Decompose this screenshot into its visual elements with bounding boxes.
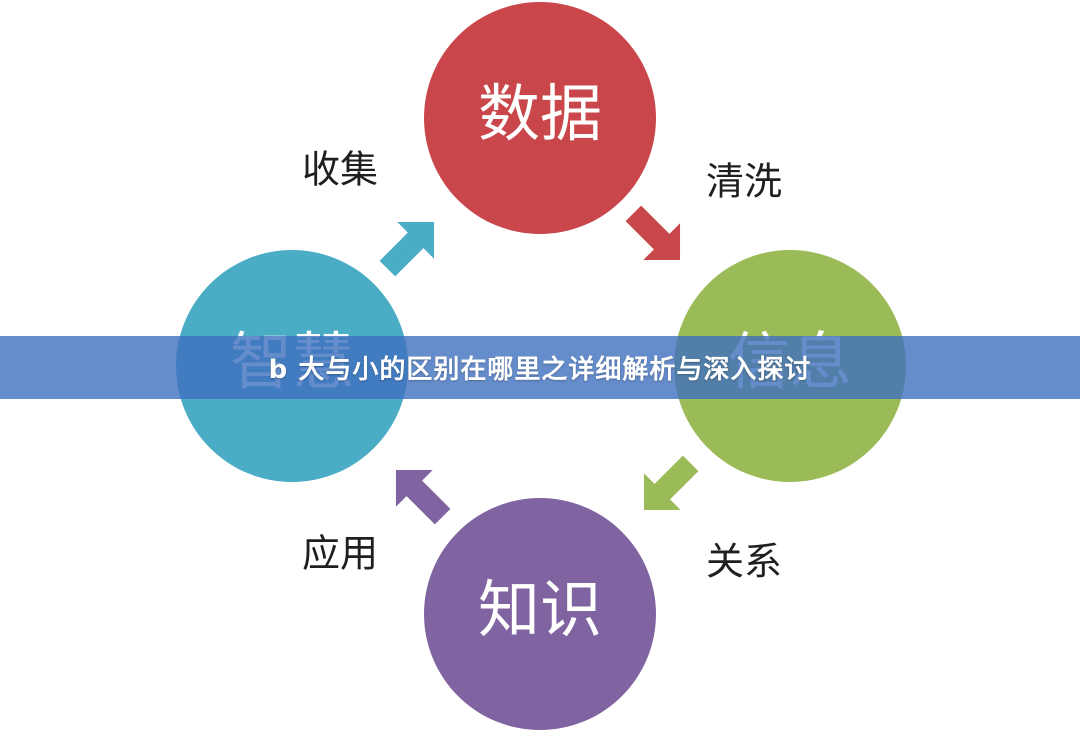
step-label-relate: 关系 xyxy=(706,540,782,584)
arrow-relate xyxy=(643,455,699,511)
arrow-apply xyxy=(395,469,451,525)
knowledge-label: 知识 xyxy=(478,573,602,646)
data-circle xyxy=(424,2,656,234)
step-label-apply: 应用 xyxy=(302,532,378,576)
step-label-collect: 收集 xyxy=(302,148,378,192)
banner-title: b 大与小的区别在哪里之详细解析与深入探讨 xyxy=(268,355,812,385)
arrow-collect xyxy=(379,221,435,277)
knowledge-circle xyxy=(424,498,656,730)
arrow-clean xyxy=(625,205,681,261)
node-data: 数据 xyxy=(424,2,656,234)
node-knowledge: 知识 xyxy=(424,498,656,730)
data-label: 数据 xyxy=(478,77,602,150)
step-label-clean: 清洗 xyxy=(706,160,782,204)
title-banner: b 大与小的区别在哪里之详细解析与深入探讨 xyxy=(0,336,1080,399)
